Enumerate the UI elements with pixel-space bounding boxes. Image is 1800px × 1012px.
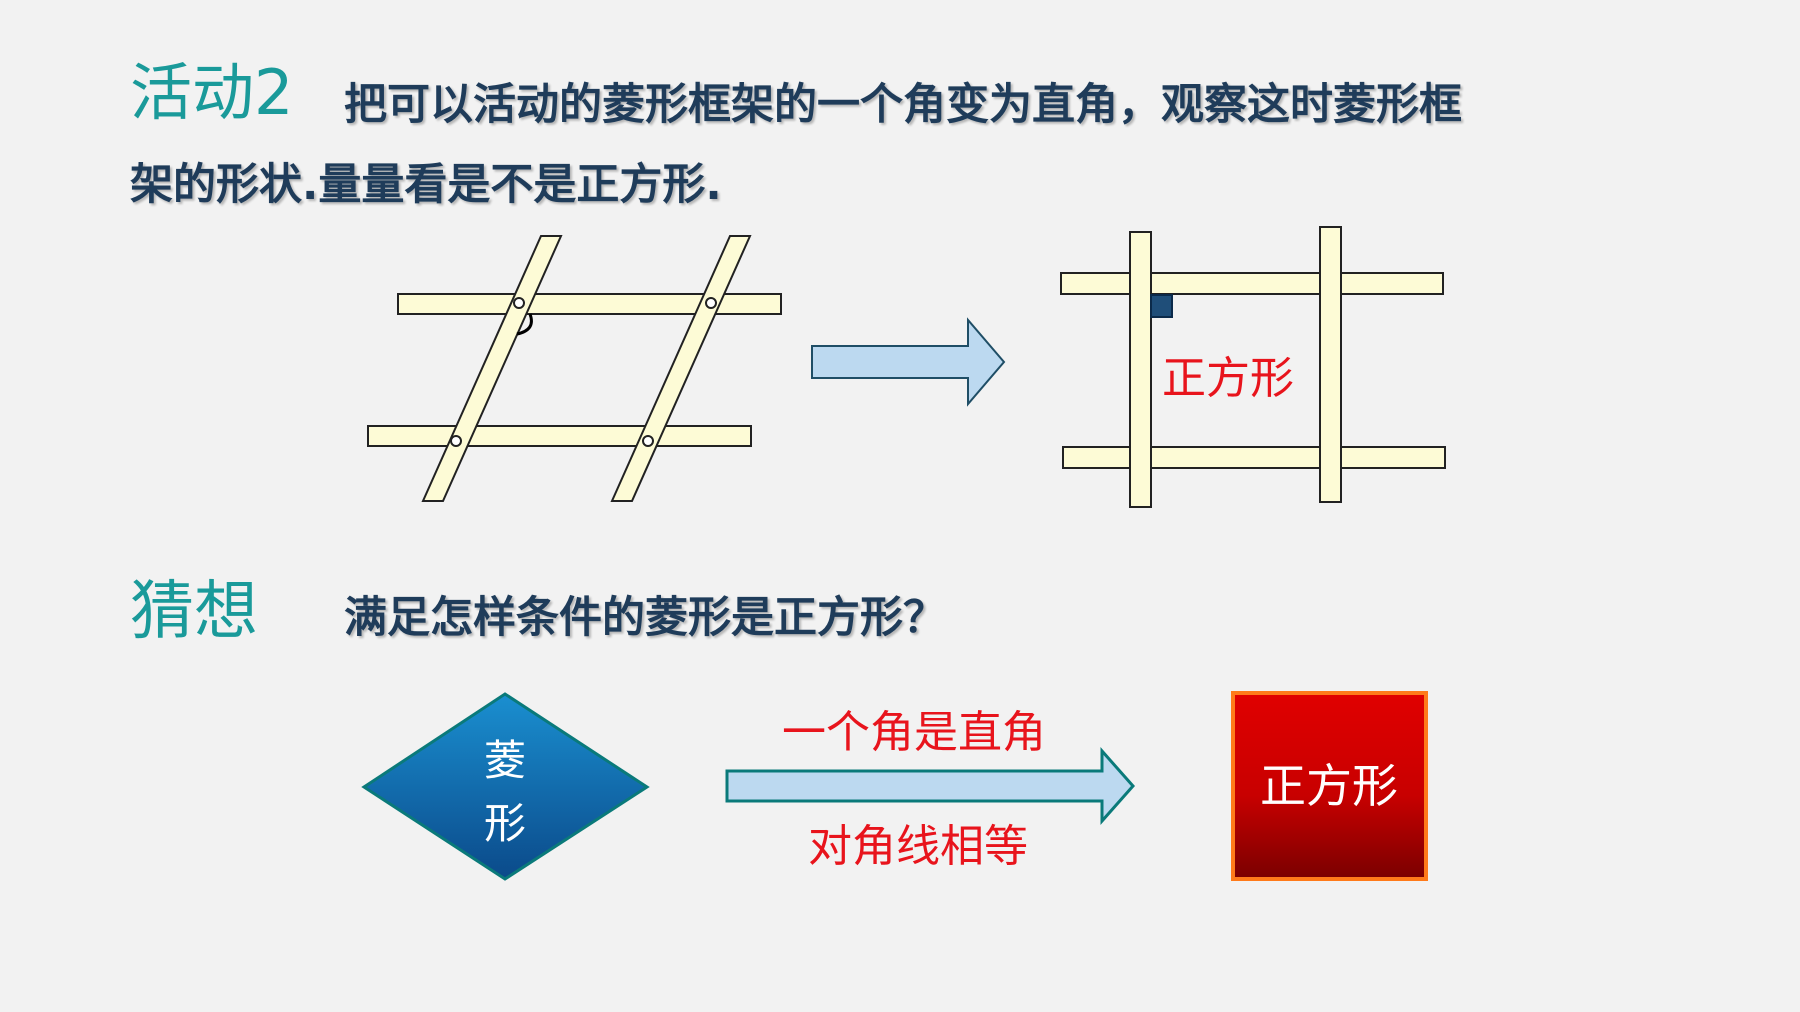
- rhombus-shape: [361, 692, 650, 881]
- square-frame: [1060, 226, 1446, 508]
- rhombus-frame-left-strip: [421, 235, 563, 502]
- rhombus-label-char1: 菱: [484, 736, 526, 785]
- result-square-shape: [1231, 691, 1428, 881]
- square-frame-label: 正方形: [1162, 353, 1294, 404]
- square-frame-bottom-strip: [1062, 446, 1446, 469]
- right-angle-mark: [1150, 294, 1173, 318]
- condition-bottom-label: 对角线相等: [808, 821, 1028, 872]
- rhombus-frame-right-strip: [610, 235, 752, 502]
- activity-label: 活动2: [130, 56, 294, 129]
- result-square-label: 正方形: [1260, 759, 1398, 813]
- rhombus-frame-joint: [705, 297, 717, 309]
- rhombus-frame-joint: [513, 297, 525, 309]
- square-frame-right-strip: [1319, 226, 1342, 503]
- rhombus-label-char2: 形: [484, 799, 526, 848]
- guess-label: 猜想: [130, 575, 258, 649]
- angle-mark: [516, 313, 533, 336]
- activity-text-line1: 把可以活动的菱形框架的一个角变为直角，观察这时菱形框: [344, 80, 1462, 130]
- guess-question: 满足怎样条件的菱形是正方形？: [344, 593, 946, 643]
- rhombus-frame-joint: [642, 435, 654, 447]
- condition-top-label: 一个角是直角: [782, 707, 1046, 758]
- square-frame-top-strip: [1060, 272, 1444, 295]
- activity-text-line2: 架的形状.量量看是不是正方形.: [130, 160, 722, 210]
- rhombus-frame-top-strip: [397, 293, 782, 315]
- rhombus-frame-joint: [450, 435, 462, 447]
- transform-arrow: [811, 317, 1006, 407]
- rhombus-frame: [367, 235, 782, 502]
- condition-arrow: [725, 747, 1136, 825]
- square-frame-left-strip: [1129, 231, 1152, 508]
- rhombus-frame-bottom-strip: [367, 425, 752, 447]
